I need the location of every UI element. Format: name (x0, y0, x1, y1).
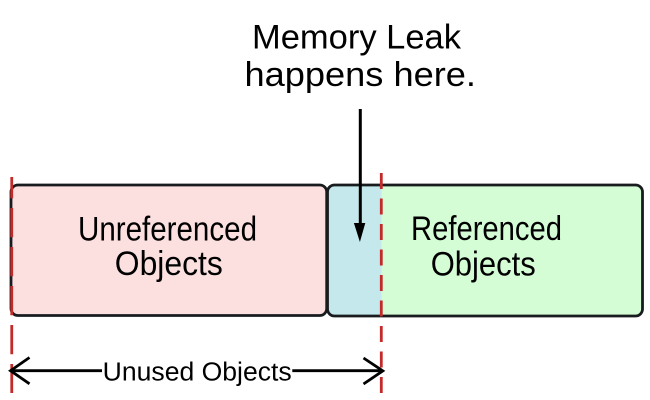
svg-text:Unused Objects: Unused Objects (103, 359, 292, 387)
svg-text:Memory Leak: Memory Leak (252, 19, 462, 57)
svg-text:Referenced: Referenced (411, 210, 562, 248)
svg-text:happens here.: happens here. (245, 56, 477, 94)
svg-text:Unreferenced: Unreferenced (78, 211, 257, 249)
svg-text:Objects: Objects (431, 245, 536, 283)
svg-text:Objects: Objects (115, 245, 223, 283)
